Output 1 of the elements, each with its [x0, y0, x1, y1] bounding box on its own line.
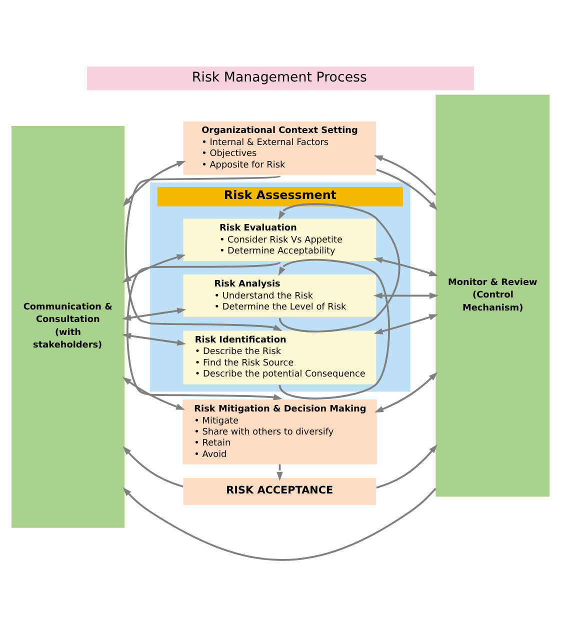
diagram-title: Risk Management Process: [192, 70, 368, 86]
